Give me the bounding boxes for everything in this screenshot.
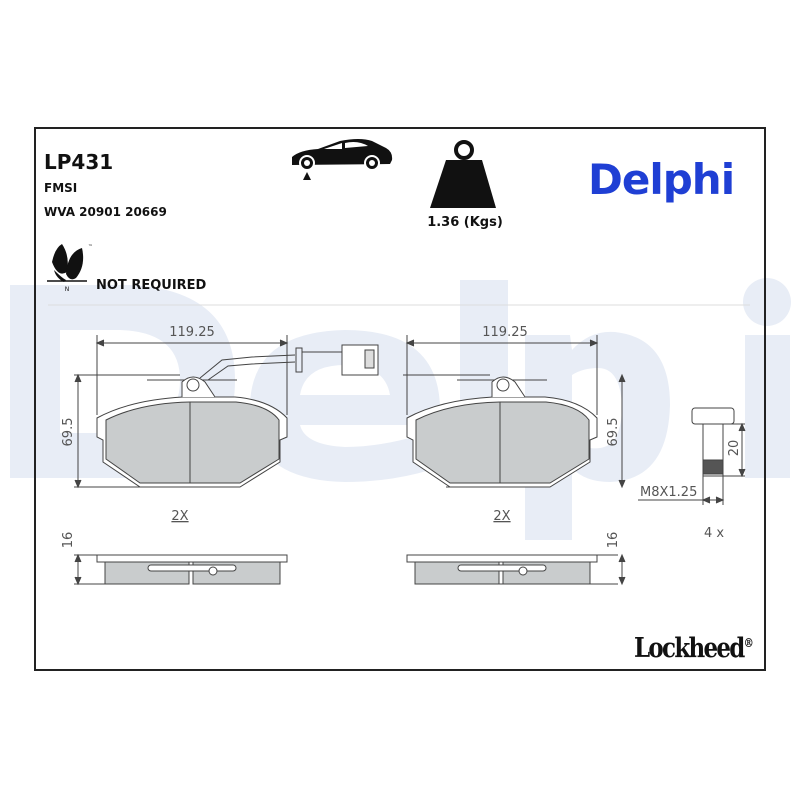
lockheed-logo: Lockheed® [634,633,754,664]
left-sensor-wire [207,361,296,381]
bolt-dia-dim-line-arrow [701,496,711,504]
lockheed-text: Lockheed [634,633,745,664]
right-side-plate [406,554,598,563]
bolt-length-dim-line-arrow [738,468,746,478]
registered-mark: ® [743,636,754,650]
eco-leaf-icon: N ™ [47,244,93,293]
bolt-length-dim: 20 [727,440,742,457]
right-width-dim-line-arrow [405,339,415,347]
right-height-dim: 69.5 [606,418,621,447]
bolt-dia-dim-line-arrow [715,496,725,504]
left-quantity: 2X [171,509,188,524]
left-thickness-dim-line-arrow [74,576,82,586]
right-width-dim: 119.25 [482,325,528,340]
left-height-dim-line-arrow [74,479,82,489]
right-height-dim-line-arrow [618,373,626,383]
left-side-plate [96,554,288,563]
fmsi-label: FMSI [44,181,78,195]
left-width-dim-line-arrow [95,339,105,347]
bolt-quantity: 4 x [704,526,724,541]
right-side-clip [457,564,547,572]
right-thickness-dim: 16 [606,532,621,549]
left-thickness-dim-line-arrow [74,553,82,563]
left-height-dim: 69.5 [61,418,76,447]
part-number: LP431 [44,150,114,174]
bolt-thread: M8X1.25 [640,485,697,500]
weight-value: 1.36 (Kgs) [427,215,503,230]
bolt-knurl [702,459,724,475]
eco-tm: ™ [88,244,93,250]
left-height-dim-line-arrow [74,373,82,383]
right-thickness-dim-line-arrow [618,576,626,586]
right-clip-hole [496,378,510,392]
delphi-logo: Delphi [588,155,735,204]
sheet-frame [34,127,766,671]
right-quantity: 2X [493,509,510,524]
bolt-length-dim-line-arrow [738,422,746,432]
left-sensor-wire [199,354,296,379]
left-connector-pins [364,349,375,369]
right-thickness-dim-line-arrow [618,553,626,563]
left-side-clip-pin [208,566,218,576]
left-friction-material [105,401,280,484]
wva-number: WVA 20901 20669 [44,205,167,219]
right-width-dim-line-arrow [589,339,599,347]
eco-icon-label: N [65,286,70,293]
bolt-head [691,407,735,425]
right-height-dim-line-arrow [618,479,626,489]
left-width-dim-line-arrow [279,339,289,347]
weight-icon [430,140,496,208]
left-clip-hole [186,378,200,392]
eco-status: NOT REQUIRED [96,278,207,293]
car-axle-icon [292,139,393,180]
right-friction-material [415,401,590,484]
left-width-dim: 119.25 [169,325,215,340]
left-sensor-sleeve [295,347,303,373]
left-side-clip [147,564,237,572]
left-thickness-dim: 16 [61,532,76,549]
right-side-clip-pin [518,566,528,576]
